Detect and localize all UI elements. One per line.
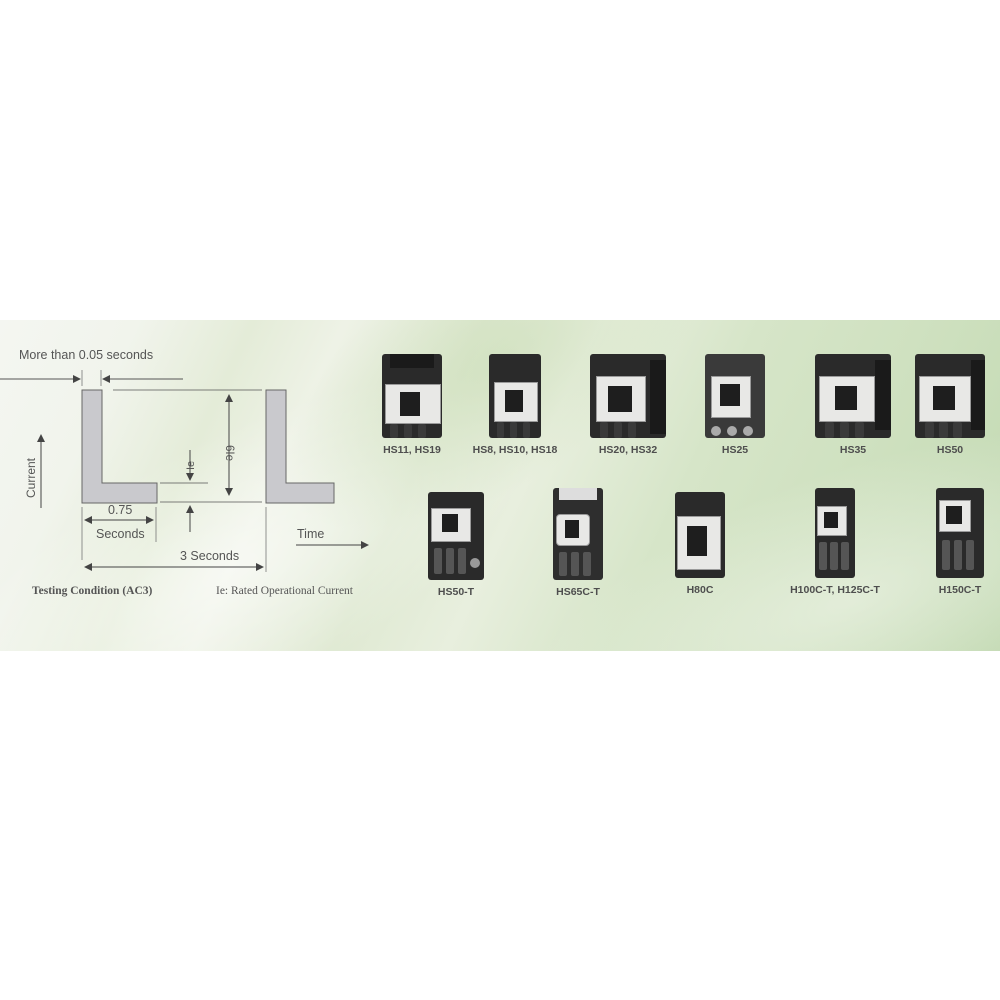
product-item: HS50: [910, 354, 990, 456]
product-label: HS50-T: [437, 586, 475, 598]
contactor-image: [428, 492, 484, 580]
product-item: HS11, HS19: [372, 354, 452, 456]
product-banner: More than 0.05 seconds Current 6Ie Ie 0.…: [0, 320, 1000, 651]
waveform-diagram: [0, 370, 369, 572]
product-item: H80C: [665, 492, 735, 596]
contactor-image: [815, 354, 891, 438]
product-label: HS35: [839, 444, 867, 456]
contactor-image: [489, 354, 541, 438]
product-item: H100C-T, H125C-T: [770, 488, 900, 596]
contactor-image: [382, 354, 442, 438]
product-label: HS8, HS10, HS18: [472, 444, 558, 456]
product-gallery: HS11, HS19 HS8, HS10, HS18 HS20, HS32: [370, 320, 1000, 651]
diagram-caption: Testing Condition (AC3): [32, 585, 153, 597]
product-label: HS65C-T: [556, 586, 600, 598]
product-label: HS20, HS32: [598, 444, 658, 456]
product-item: HS8, HS10, HS18: [460, 354, 570, 456]
product-item: HS35: [808, 354, 898, 456]
period-label: 3 Seconds: [180, 549, 240, 563]
product-item: H150C-T: [920, 488, 1000, 596]
contactor-image: [936, 488, 984, 578]
product-item: HS20, HS32: [583, 354, 673, 456]
x-axis-label: Time: [297, 527, 325, 541]
contactor-image: [675, 492, 725, 578]
product-label: HS50: [936, 444, 964, 456]
short-interval-value: 0.75: [108, 503, 133, 517]
product-label: H100C-T, H125C-T: [790, 584, 880, 596]
rated-current-label: Ie: [185, 460, 197, 470]
diagram-legend: Ie: Rated Operational Current: [216, 585, 353, 597]
contactor-image: [553, 488, 603, 580]
product-item: HS65C-T: [538, 488, 618, 598]
product-label: H150C-T: [938, 584, 982, 596]
contactor-image: [815, 488, 855, 578]
product-label: HS25: [721, 444, 749, 456]
peak-current-label: 6Ie: [223, 445, 235, 461]
contactor-image: [590, 354, 666, 438]
short-interval-unit: Seconds: [96, 527, 145, 541]
y-axis-label: Current: [24, 457, 38, 498]
testing-condition-diagram: More than 0.05 seconds Current 6Ie Ie 0.…: [0, 320, 380, 651]
product-item: HS50-T: [416, 492, 496, 598]
top-interval-label: More than 0.05 seconds: [19, 348, 154, 362]
product-label: HS11, HS19: [383, 444, 441, 456]
product-label: H80C: [686, 584, 714, 596]
contactor-image: [705, 354, 765, 438]
product-item: HS25: [695, 354, 775, 456]
contactor-image: [915, 354, 985, 438]
